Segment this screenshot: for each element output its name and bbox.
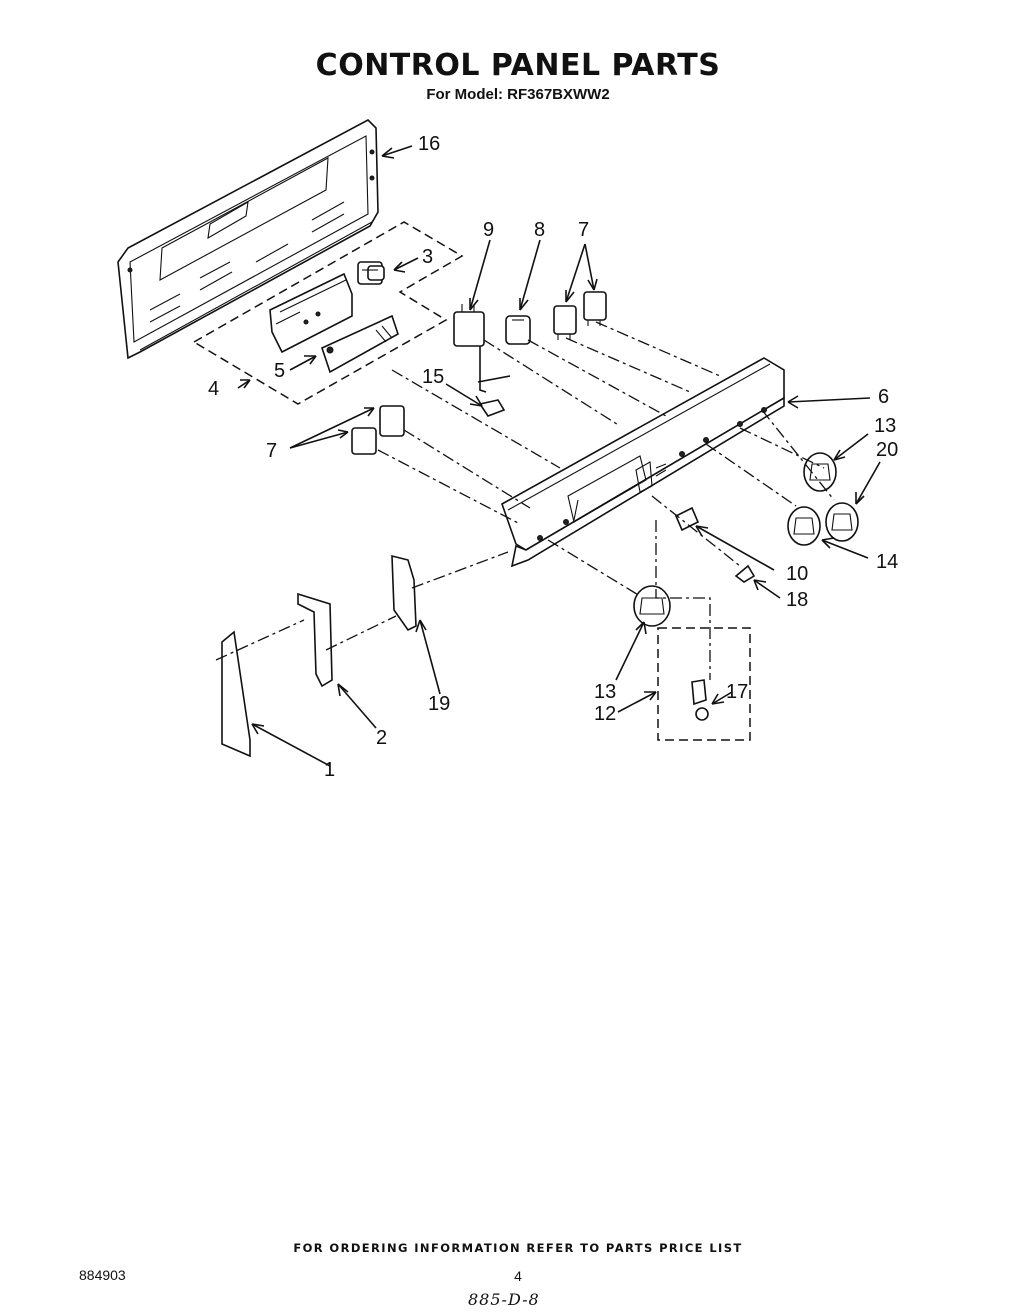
handwritten-code: 885-D-8 (468, 1290, 540, 1309)
model-line: For Model: RF367BXWW2 (426, 86, 610, 103)
callout-14: 14 (876, 551, 898, 573)
callout-10: 10 (786, 563, 808, 585)
part-8-switch (505, 315, 531, 345)
exploded-parts-diagram: 16 3 9 8 7 4 5 15 6 13 20 7 14 10 18 19 … (117, 119, 898, 781)
part-15-clip (477, 375, 511, 417)
leader-lines (237, 145, 881, 767)
callout-15: 15 (422, 366, 444, 388)
callout-17: 17 (726, 681, 748, 703)
callout-1: 1 (324, 759, 335, 781)
callout-5: 5 (274, 360, 285, 382)
part-13-knob-bottom (633, 585, 671, 627)
callout-8: 8 (534, 219, 545, 241)
part-7-infinite-switch-top-a (553, 305, 577, 340)
callout-9: 9 (483, 219, 494, 241)
part-1-end-trim (221, 630, 251, 758)
part-3-switch (357, 261, 385, 285)
callout-3: 3 (422, 246, 433, 268)
callout-12: 12 (594, 703, 616, 725)
part-17-assembly-outline (657, 627, 751, 741)
ordering-note: FOR ORDERING INFORMATION REFER TO PARTS … (293, 1241, 743, 1255)
part-20-knob (825, 502, 859, 542)
document-number: 884903 (79, 1267, 126, 1283)
callout-13-bottom: 13 (594, 681, 616, 703)
part-18-plug (734, 564, 756, 583)
part-17-bulb-socket (691, 679, 709, 721)
part-2-end-bracket (297, 592, 333, 688)
part-19-bracket (391, 554, 417, 632)
page-title: CONTROL PANEL PARTS (315, 48, 721, 83)
page-number: 4 (514, 1268, 522, 1284)
callout-19: 19 (428, 693, 450, 715)
part-7-infinite-switch-left-b (351, 427, 377, 455)
part-7-infinite-switch-top-b (583, 291, 607, 326)
callout-20: 20 (876, 439, 898, 461)
callout-7-top: 7 (578, 219, 589, 241)
callout-13-right: 13 (874, 415, 896, 437)
callout-7-left: 7 (266, 440, 277, 462)
callout-numbers: 16 3 9 8 7 4 5 15 6 13 20 7 14 10 18 19 … (208, 133, 898, 781)
part-6-control-panel (501, 357, 785, 568)
callout-2: 2 (376, 727, 387, 749)
callout-6: 6 (878, 386, 889, 408)
part-4-assembly-outline (192, 221, 464, 405)
part-16-console-back-panel (117, 119, 379, 360)
part-13-knob-right (803, 452, 837, 492)
callout-18: 18 (786, 589, 808, 611)
part-7-infinite-switch-left-a (379, 405, 405, 437)
callout-16: 16 (418, 133, 440, 155)
part-10-button (674, 506, 700, 532)
part-14-knob (787, 506, 821, 546)
alignment-lines (215, 321, 835, 680)
part-5-clock-timer (269, 272, 399, 374)
part-9-switch (453, 304, 487, 393)
callout-4: 4 (208, 378, 219, 400)
